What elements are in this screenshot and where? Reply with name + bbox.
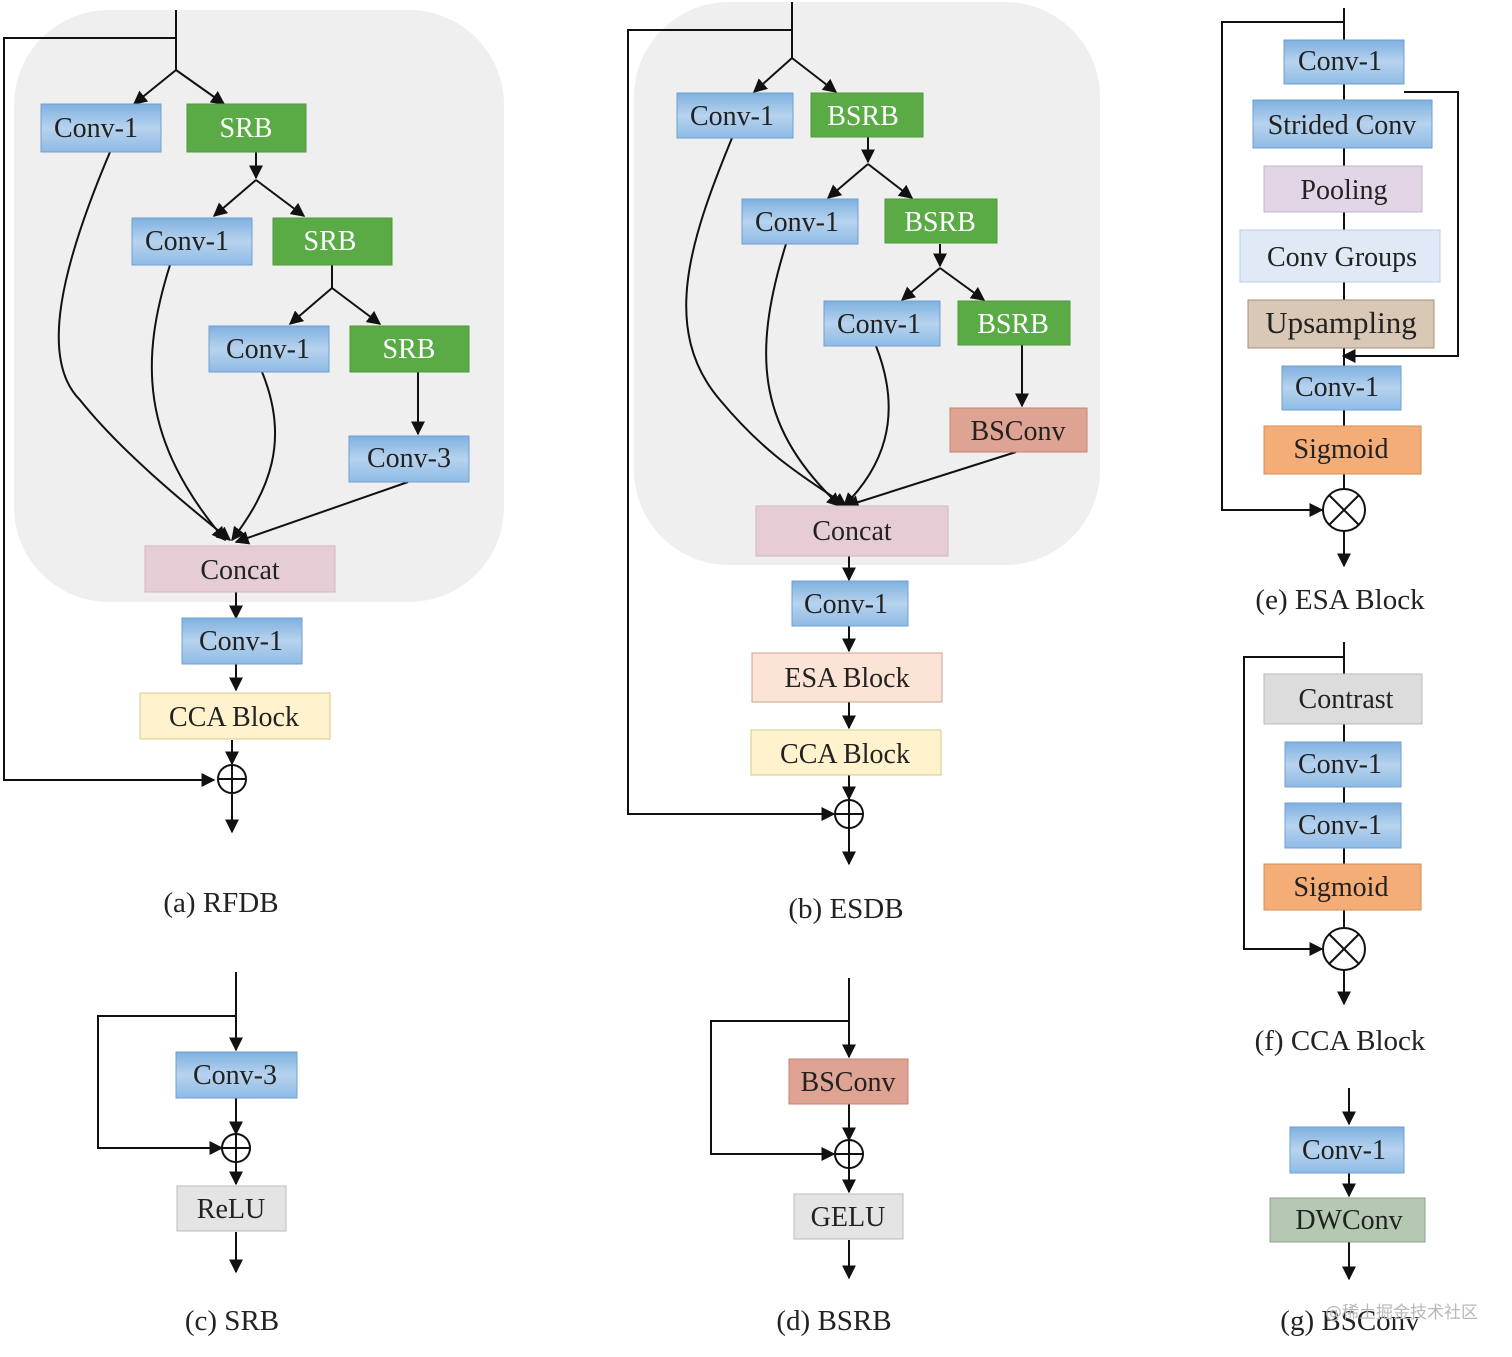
caption-a: (a) RFDB [163,887,278,919]
esdb-cca-block [750,729,942,776]
esa-strided-conv [1252,99,1433,149]
esdb-conv1-a [676,92,794,139]
srb-conv3-label: Conv-3 [193,1060,277,1091]
esdb-bsrb-a-label: BSRB [827,101,899,132]
bsrb-bsconv-label: BSConv [801,1067,896,1098]
cca-conv1-a [1284,741,1402,788]
rfdb-srb-a [186,103,307,153]
rfdb-conv1-c [208,325,330,373]
rfdb-concat-label: Concat [200,555,280,586]
esa-pooling [1263,165,1423,213]
srb-blocks: Conv-3 ReLU (c) SRB [175,1051,298,1337]
esdb-esa-block [751,652,943,703]
bsconv-conv1-label: Conv-1 [1302,1135,1386,1166]
rfdb-conv1-a [40,103,162,153]
rfdb-srb-a-label: SRB [220,113,273,144]
esdb-conv1-c-label: Conv-1 [837,309,921,340]
esdb-conv1-a-label: Conv-1 [690,101,774,132]
caption-g: (g) BSConv [1280,1305,1420,1337]
esdb-bsrb-c [957,300,1071,346]
esdb-conv1-out-label: Conv-1 [804,589,888,620]
esa-conv1-top-label: Conv-1 [1298,46,1382,77]
cca-sigmoid [1263,863,1422,911]
rfdb-conv1-b [131,217,253,266]
esdb-bsconv [949,407,1088,453]
esdb-concat [755,505,949,557]
esa-diagram [1221,8,1459,568]
caption-f: (f) CCA Block [1255,1025,1426,1057]
esa-groups-label: Conv Groups [1267,242,1417,273]
rfdb-cca-block [139,692,331,740]
bsrb-gelu [793,1193,904,1240]
esdb-blocks: Conv-1 BSRB Conv-1 BSRB Conv-1 BSRB BSCo… [676,92,1088,925]
cca-conv1-b-label: Conv-1 [1298,810,1382,841]
srb-relu [176,1185,287,1232]
watermark: @稀土掘金技术社区 [1325,1303,1478,1323]
bsrb-blocks: BSConv GELU (d) BSRB [776,1058,909,1337]
esa-conv1-bot-label: Conv-1 [1295,372,1379,403]
caption-c: (c) SRB [185,1305,279,1337]
rfdb-conv1-a-label: Conv-1 [54,113,138,144]
esa-conv-groups [1239,229,1441,283]
rfdb-srb-b-label: SRB [304,226,357,257]
rfdb-conv1-out [181,617,303,665]
cca-diagram [1243,642,1366,1006]
esdb-conv1-b [741,198,859,245]
bsrb-diagram [710,978,864,1280]
esdb-conv1-out [791,580,909,627]
srb-relu-label: ReLU [197,1194,265,1225]
bsconv-conv1 [1289,1126,1405,1174]
bsrb-bsconv [788,1058,909,1105]
caption-e: (e) ESA Block [1255,584,1425,616]
rfdb-panel [14,10,504,602]
rfdb-conv1-b-label: Conv-1 [145,226,229,257]
caption-d: (d) BSRB [776,1305,891,1337]
bsconv-dwconv [1269,1197,1426,1243]
cca-contrast-label: Contrast [1299,684,1394,715]
esdb-bsrb-b [884,198,998,244]
esdb-bsrb-c-label: BSRB [977,309,1049,340]
esdb-cca-label: CCA Block [780,739,910,770]
esa-upsampling-label: Upsampling [1265,305,1417,340]
rfdb-conv1-c-label: Conv-1 [226,334,310,365]
esa-conv1-bot [1281,365,1402,411]
esa-sigmoid [1263,425,1422,475]
rfdb-srb-c [349,325,470,373]
rfdb-concat [144,545,336,593]
esa-conv1-top [1283,39,1405,85]
bsconv-dwconv-label: DWConv [1295,1205,1402,1236]
esa-upsampling [1247,299,1435,349]
esdb-bsrb-b-label: BSRB [904,207,976,238]
esdb-conv1-c [823,300,941,347]
srb-diagram [97,972,251,1274]
cca-conv1-a-label: Conv-1 [1298,749,1382,780]
rfdb-cca-label: CCA Block [169,702,299,733]
esdb-panel [634,2,1100,565]
esa-pooling-label: Pooling [1300,175,1387,206]
caption-b: (b) ESDB [788,893,903,925]
esdb-esa-label: ESA Block [784,663,909,694]
esdb-concat-label: Concat [812,516,892,547]
esdb-bsconv-label: BSConv [971,416,1066,447]
rfdb-srb-b [272,217,393,266]
cca-sigmoid-label: Sigmoid [1294,872,1389,903]
bsrb-gelu-label: GELU [811,1202,886,1233]
esdb-bsrb-a [810,92,924,138]
rfdb-srb-c-label: SRB [383,334,436,365]
rfdb-conv1-out-label: Conv-1 [199,626,283,657]
rfdb-conv3-label: Conv-3 [367,443,451,474]
cca-conv1-b [1284,802,1402,849]
bsconv-blocks: Conv-1 DWConv (g) BSConv [1269,1126,1426,1337]
cca-blocks: Contrast Conv-1 Conv-1 Sigmoid (f) CCA B… [1255,673,1426,1057]
esa-strided-label: Strided Conv [1268,110,1417,141]
esa-sigmoid-label: Sigmoid [1294,434,1389,465]
esdb-conv1-b-label: Conv-1 [755,207,839,238]
srb-conv3 [175,1051,298,1099]
rfdb-conv3 [348,435,470,483]
rfdb-blocks: Conv-1 SRB Conv-1 SRB Conv-1 SRB Conv-3 … [40,103,470,919]
cca-contrast [1263,673,1423,725]
esa-blocks: Conv-1 Strided Conv Pooling Conv Groups … [1239,39,1441,616]
